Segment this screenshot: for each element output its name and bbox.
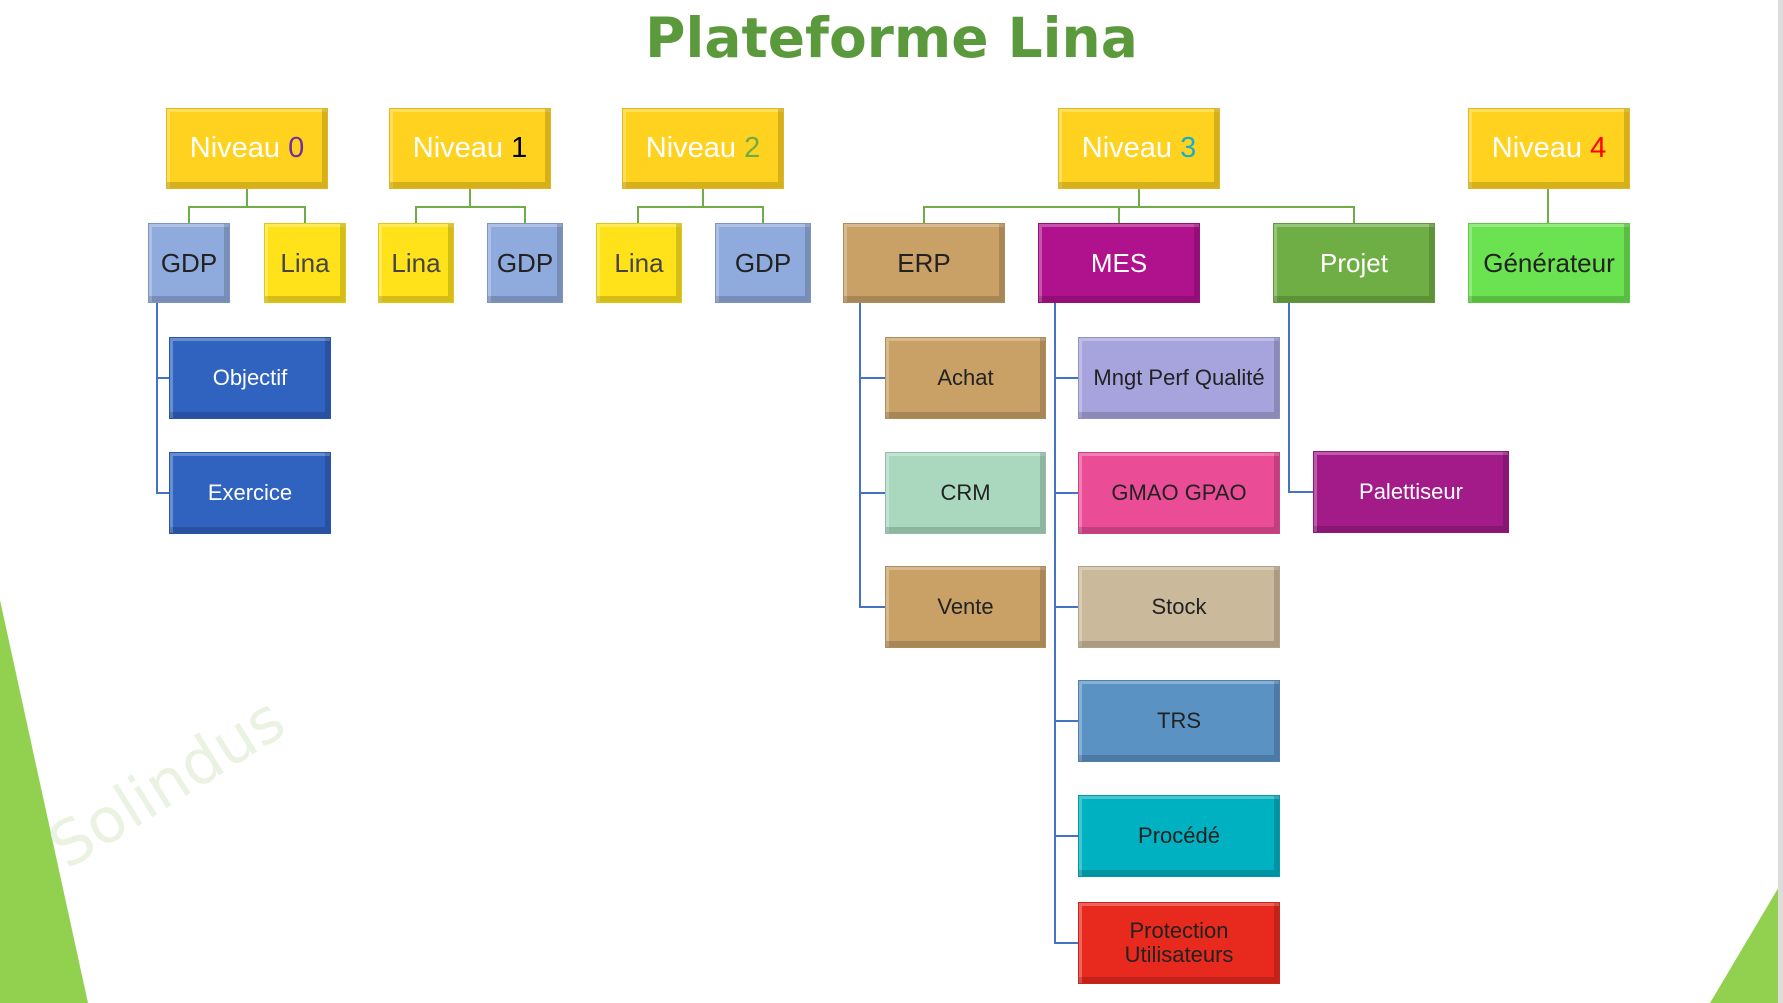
level-0-label: Niveau <box>189 131 281 164</box>
node-erp: ERP <box>843 223 1005 303</box>
level-3-box: Niveau 3 <box>1058 108 1220 189</box>
level-2-number: 2 <box>744 131 761 164</box>
node-n2-gdp: GDP <box>715 223 811 303</box>
node-trs: TRS <box>1078 680 1280 762</box>
node-gmao-gpao: GMAO GPAO <box>1078 452 1280 534</box>
node-n0-lina: Lina <box>264 223 346 303</box>
right-corner-shape <box>1710 880 1783 1003</box>
level-2-label: Niveau <box>645 131 737 164</box>
level-3-label: Niveau <box>1081 131 1173 164</box>
node-exercice: Exercice <box>169 452 331 534</box>
level-2-box: Niveau 2 <box>622 108 784 189</box>
node-objectif: Objectif <box>169 337 331 419</box>
level-1-number: 1 <box>511 131 528 164</box>
level-4-box: Niveau 4 <box>1468 108 1630 189</box>
node-crm: CRM <box>885 452 1046 534</box>
level-0-number: 0 <box>288 131 305 164</box>
node-generateur: Générateur <box>1468 223 1630 303</box>
level-3-number: 3 <box>1180 131 1197 164</box>
node-achat: Achat <box>885 337 1046 419</box>
left-corner-shape <box>0 600 88 1003</box>
green-connectors <box>188 189 1549 223</box>
node-palettiseur: Palettiseur <box>1313 451 1509 533</box>
right-edge-shape <box>1778 0 1783 1003</box>
node-n0-gdp: GDP <box>148 223 230 303</box>
node-n2-lina: Lina <box>596 223 682 303</box>
node-projet: Projet <box>1273 223 1435 303</box>
node-n1-gdp: GDP <box>487 223 563 303</box>
blue-connectors <box>156 303 1313 944</box>
level-0-box: Niveau 0 <box>166 108 328 189</box>
level-4-label: Niveau <box>1491 131 1583 164</box>
node-procede: Procédé <box>1078 795 1280 877</box>
node-mngt-perf-qualite: Mngt Perf Qualité <box>1078 337 1280 419</box>
level-1-box: Niveau 1 <box>389 108 551 189</box>
node-stock: Stock <box>1078 566 1280 648</box>
level-4-number: 4 <box>1590 131 1607 164</box>
node-mes: MES <box>1038 223 1200 303</box>
node-protection-utilisateurs: Protection Utilisateurs <box>1078 902 1280 984</box>
page-title: Plateforme Lina <box>645 6 1138 70</box>
level-1-label: Niveau <box>412 131 504 164</box>
node-n1-lina: Lina <box>378 223 454 303</box>
node-vente: Vente <box>885 566 1046 648</box>
